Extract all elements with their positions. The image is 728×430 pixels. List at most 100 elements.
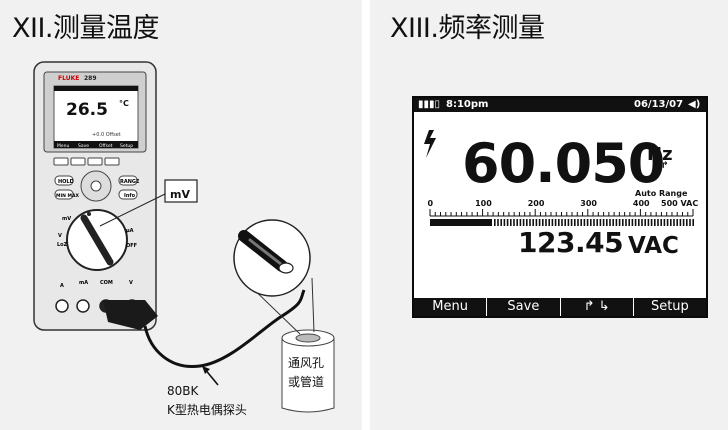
bargraph-segment bbox=[580, 219, 582, 226]
bargraph-segment bbox=[548, 219, 550, 226]
svg-text:V: V bbox=[58, 233, 62, 239]
bargraph-segment bbox=[561, 219, 563, 226]
bargraph-segment bbox=[618, 219, 621, 226]
bargraph-segment bbox=[522, 219, 525, 226]
range-value: 500 VAC bbox=[661, 199, 699, 208]
bargraph-segment bbox=[615, 219, 618, 226]
meter-reading: 26.5 bbox=[66, 100, 108, 120]
bargraph-tick-label: 100 bbox=[475, 199, 492, 208]
bargraph-segment bbox=[612, 219, 614, 226]
bargraph-segment bbox=[673, 219, 675, 226]
bargraph-segment bbox=[676, 219, 678, 226]
bargraph-segment bbox=[519, 219, 522, 226]
meter-sub-reading: +0.0 Offset bbox=[92, 132, 121, 138]
bargraph-segment bbox=[634, 219, 637, 226]
info-button[interactable]: Info bbox=[124, 193, 136, 199]
meter-function-buttons bbox=[53, 157, 120, 166]
probe-label-line2: K型热电偶探头 bbox=[167, 403, 247, 417]
lcd-time: 8:10pm bbox=[446, 99, 489, 110]
bargraph-segment bbox=[641, 219, 643, 226]
temperature-section-title: XII.测量温度 bbox=[12, 13, 160, 44]
bargraph-segment bbox=[574, 219, 576, 226]
meter-softkey-menu: Menu bbox=[57, 143, 70, 149]
bargraph-segment bbox=[545, 219, 547, 226]
terminal-com-label: COM bbox=[100, 280, 113, 286]
softkey-save[interactable]: Save bbox=[486, 298, 559, 316]
meter-softkey-setup: Setup bbox=[120, 143, 133, 149]
mv-callout-label: mV bbox=[170, 188, 190, 201]
meter-brand: FLUKE bbox=[58, 75, 79, 82]
bargraph-segment bbox=[516, 219, 518, 226]
lcd-screen: ▮▮▮▯ 8:10pm 06/13/07 ◀) ↱ 60.050 Hz Auto… bbox=[414, 98, 706, 316]
softkey-menu[interactable]: Menu bbox=[432, 299, 468, 314]
meter-softkey-save: Save bbox=[78, 143, 89, 149]
bargraph-segment bbox=[650, 219, 653, 226]
softkey-trigger-slope[interactable]: ↱ ↳ bbox=[559, 298, 633, 316]
svg-text:μA: μA bbox=[126, 228, 134, 234]
mv-callout-box bbox=[164, 179, 198, 203]
hazard-voltage-icon bbox=[424, 130, 436, 158]
bargraph-segment bbox=[625, 219, 627, 226]
softkey-setup[interactable]: Setup bbox=[632, 298, 706, 316]
rotary-dial-pointer bbox=[80, 214, 114, 266]
trigger-slope-icon: ↱ bbox=[661, 161, 669, 171]
svg-text:LoZ: LoZ bbox=[57, 242, 68, 248]
bargraph-segment bbox=[551, 219, 554, 226]
bargraph-segments bbox=[494, 219, 694, 226]
bargraph-segment bbox=[599, 219, 602, 226]
meter-softkey-offset: Offset bbox=[99, 143, 113, 149]
bargraph-segment bbox=[506, 219, 509, 226]
bargraph-segment bbox=[494, 219, 496, 226]
meter-model: 289 bbox=[84, 75, 97, 82]
hold-button[interactable]: HOLD bbox=[58, 179, 74, 185]
bargraph-tick-label: 400 bbox=[632, 199, 650, 208]
bargraph-segment bbox=[503, 219, 506, 226]
bargraph-segment bbox=[570, 219, 573, 226]
duct-body bbox=[281, 338, 335, 413]
duct-label-line2: 或管道 bbox=[288, 374, 324, 389]
meter-softkey-bar bbox=[54, 141, 138, 148]
bargraph-tick-label: 200 bbox=[527, 199, 545, 208]
probe-label-line1: 80BK bbox=[167, 384, 200, 398]
bargraph-segment bbox=[628, 219, 630, 226]
terminal-a bbox=[55, 299, 69, 313]
bargraph-segment bbox=[586, 219, 589, 226]
bargraph-segment bbox=[622, 219, 624, 226]
bargraph-segment bbox=[593, 219, 595, 226]
terminal-v-label: V bbox=[129, 280, 133, 286]
secondary-unit: VAC bbox=[628, 233, 679, 259]
bargraph-segment bbox=[526, 219, 528, 226]
bargraph-segment bbox=[596, 219, 598, 226]
lcd-graphics: ↱ bbox=[424, 130, 694, 226]
callout-leader bbox=[99, 193, 166, 227]
frequency-section-title: XIII.频率测量 bbox=[390, 13, 545, 44]
bargraph-fill bbox=[430, 219, 492, 226]
bargraph-segment bbox=[654, 219, 656, 226]
bargraph-segment bbox=[609, 219, 611, 226]
lcd-date: 06/13/07 bbox=[634, 99, 684, 110]
svg-text:mA: mA bbox=[79, 280, 88, 286]
bargraph-segment bbox=[644, 219, 646, 226]
bargraph-segment bbox=[666, 219, 669, 226]
meter-screen bbox=[53, 85, 139, 149]
bargraph-segment bbox=[532, 219, 534, 226]
bargraph-segment bbox=[577, 219, 579, 226]
bargraph-segment bbox=[513, 219, 515, 226]
bargraph-segment bbox=[538, 219, 541, 226]
svg-text:mV: mV bbox=[62, 216, 71, 222]
range-button[interactable]: RANGE bbox=[120, 179, 140, 185]
terminal-ma bbox=[76, 299, 90, 313]
meter-nav-buttons: HOLD MIN MAX RANGE Info bbox=[54, 170, 140, 202]
bargraph-segment bbox=[689, 219, 691, 226]
terminal-a-label: A bbox=[60, 283, 64, 289]
bargraph-segment bbox=[554, 219, 557, 226]
bargraph-segment bbox=[692, 219, 694, 226]
bargraph-tick-label: 300 bbox=[580, 199, 597, 208]
duct-label-line1: 通风孔 bbox=[288, 356, 324, 370]
minmax-button[interactable]: MIN MAX bbox=[56, 193, 79, 199]
bargraph-segment bbox=[564, 219, 566, 226]
bargraph-segment bbox=[682, 219, 685, 226]
svg-text:OFF: OFF bbox=[126, 243, 137, 249]
frequency-reading: 60.050 bbox=[462, 132, 665, 195]
